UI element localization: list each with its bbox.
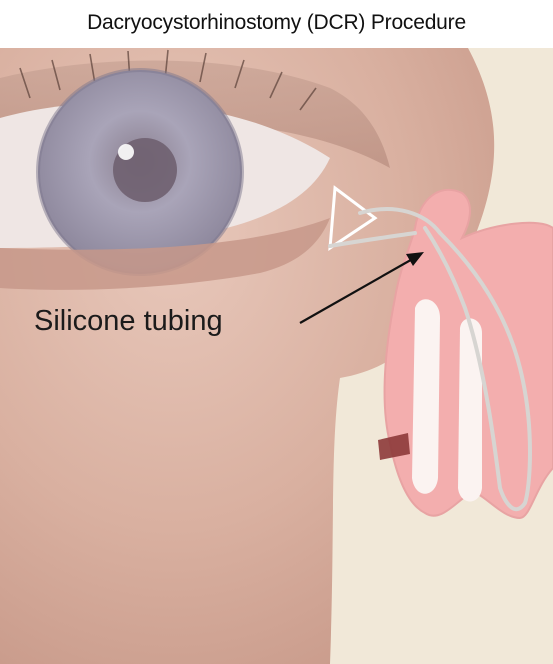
figure-title: Dacryocystorhinostomy (DCR) Procedure [0,0,553,46]
illustration-canvas [0,48,553,664]
silicone-tubing-label: Silicone tubing [34,305,223,338]
dcr-illustration [0,48,553,664]
